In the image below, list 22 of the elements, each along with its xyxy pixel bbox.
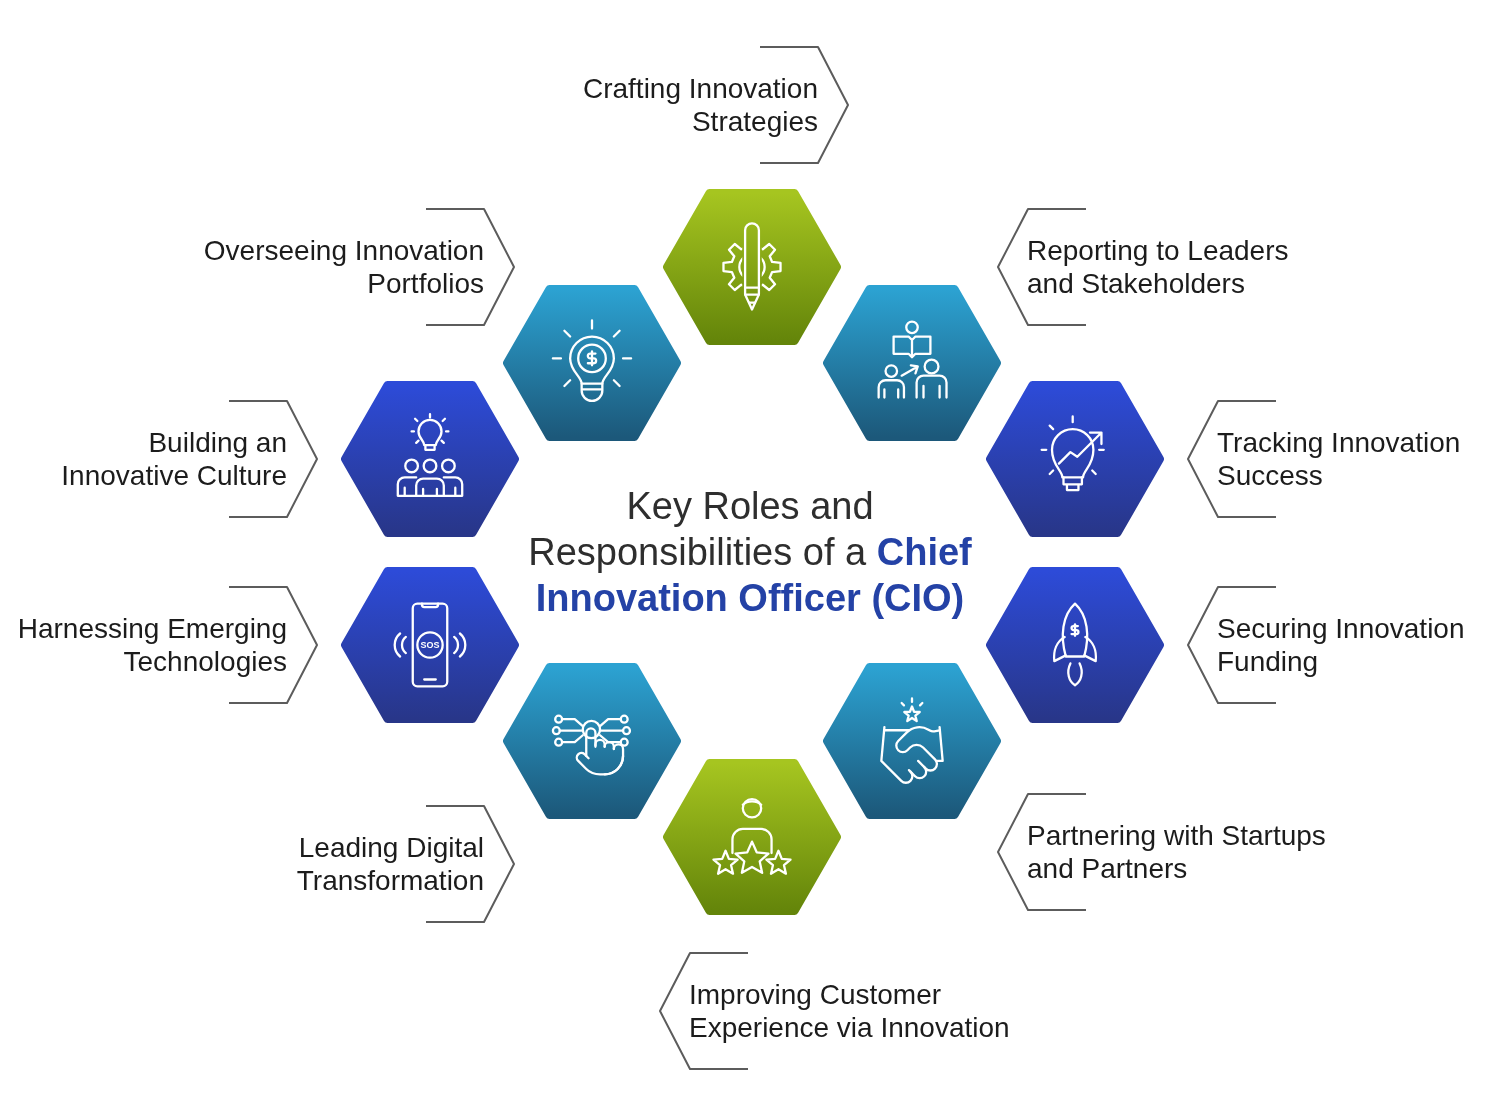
hexagon-caption: Building an Innovative Culture bbox=[60, 426, 287, 492]
hexagon-tile bbox=[503, 285, 681, 441]
hexagon-tile bbox=[341, 381, 519, 537]
hexagon-tile bbox=[663, 759, 841, 915]
hexagon-tile bbox=[986, 381, 1164, 537]
hexagon-caption: Overseeing Innovation Portfolios bbox=[202, 234, 484, 300]
hexagon-caption: Improving Customer Experience via Innovation bbox=[689, 978, 1011, 1044]
hexagon-caption: Reporting to Leaders and Stakeholders bbox=[1027, 234, 1290, 300]
hexagon-caption: Tracking Innovation Success bbox=[1217, 426, 1462, 492]
hexagon-caption: Securing Innovation Funding bbox=[1217, 612, 1466, 678]
hexagon-tile bbox=[823, 663, 1001, 819]
hexagon-tile bbox=[503, 663, 681, 819]
hexagon-tile bbox=[823, 285, 1001, 441]
hexagon-caption: Leading Digital Transformation bbox=[295, 831, 484, 897]
hexagon-caption: Partnering with Startups and Partners bbox=[1027, 819, 1327, 885]
hexagon-tile bbox=[341, 567, 519, 723]
hexagon-tile bbox=[663, 189, 841, 345]
diagram-title: Key Roles and Responsibilities of a Chief Innovation Officer (CIO) bbox=[527, 484, 973, 621]
sos-text: SOS bbox=[420, 640, 440, 650]
hexagon-caption: Crafting Innovation Strategies bbox=[581, 72, 818, 138]
hexagon-caption: Harnessing Emerging Technologies bbox=[16, 612, 287, 678]
hexagon-tile bbox=[986, 567, 1164, 723]
